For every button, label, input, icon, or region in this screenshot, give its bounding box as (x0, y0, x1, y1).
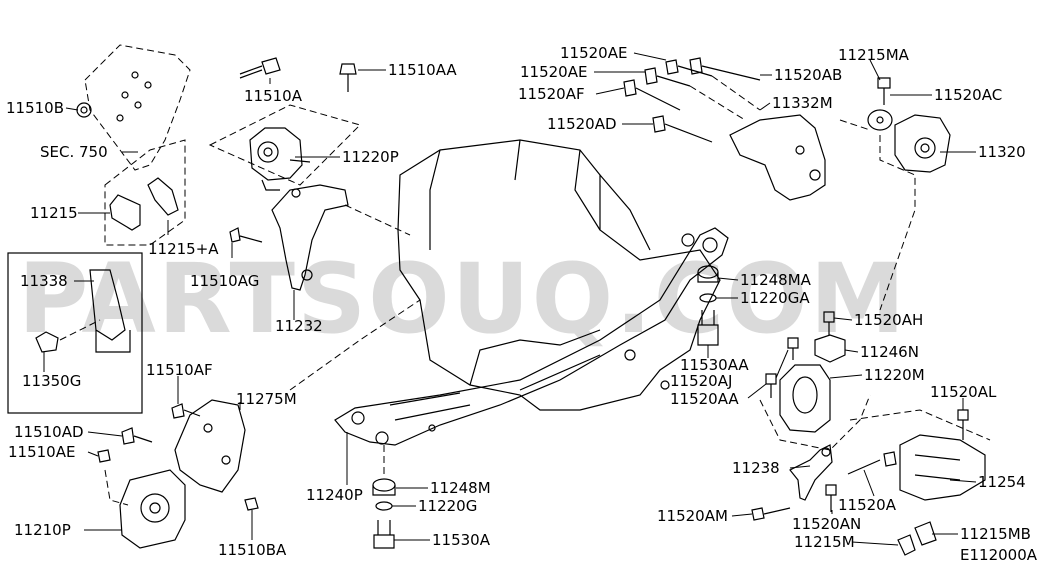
bolt-11510AF (171, 403, 201, 419)
label-11520AA: 11520AA (670, 390, 739, 408)
engine-mount-11220M (779, 364, 831, 433)
bolt-11510AA (339, 63, 357, 92)
label-11520AC: 11520AC (934, 86, 1002, 104)
label-11246N: 11246N (860, 343, 919, 361)
insulator-11248MA (697, 265, 719, 283)
label-11520AN: 11520AN (792, 515, 861, 533)
bracket-11246N (814, 334, 846, 363)
bolt-11520AE-2 (644, 67, 691, 87)
label-11240P: 11240P (306, 486, 363, 504)
label-11220P: 11220P (342, 148, 399, 166)
bolt-11520AF (623, 79, 681, 111)
center-member (334, 227, 729, 446)
bolt-11530A (373, 520, 395, 549)
label-11530A: 11530A (432, 531, 491, 549)
label-11510AA: 11510AA (388, 61, 457, 79)
bolt-11520AH (823, 311, 835, 335)
label-11510A: 11510A (244, 87, 303, 105)
label-11220M: 11220M (864, 366, 925, 384)
label-11220GA: 11220GA (740, 289, 810, 307)
label-11215: 11215 (30, 204, 78, 222)
engine-mount-11320 (894, 114, 951, 173)
label-11520AF: 11520AF (518, 85, 585, 103)
washer-11510B (76, 102, 92, 118)
label-11338: 11338 (20, 272, 68, 290)
bolt-11530AA (697, 310, 719, 346)
bolt-11510AE (97, 449, 111, 463)
engine-mount-11210P (119, 469, 186, 549)
damper-11215MB (914, 521, 937, 546)
label-11520AH: 11520AH (854, 311, 923, 329)
label-11520AE-2: 11520AE (520, 63, 587, 81)
bolt-11510A (239, 57, 281, 79)
label-11520AD: 11520AD (547, 115, 617, 133)
label-11510AD: 11510AD (14, 423, 84, 441)
engine-block (397, 139, 721, 411)
label-sec-750: SEC. 750 (40, 143, 108, 161)
label-11520AL: 11520AL (930, 383, 997, 401)
inset-box (7, 252, 143, 414)
bracket-11232 (271, 184, 349, 291)
bracket-11332M (729, 114, 826, 201)
label-11350G: 11350G (22, 372, 81, 390)
watermark: PARTSOUQ.COM (18, 243, 907, 355)
bolt-11520AL (957, 409, 969, 440)
label-11220G: 11220G (418, 497, 477, 515)
damper-11215-A (147, 177, 179, 216)
label-11530AA: 11530AA (680, 356, 749, 374)
bolt-11520AJ (787, 337, 799, 360)
washer-11220G (375, 501, 393, 511)
label-11275M: 11275M (236, 390, 297, 408)
bolt-11520AC (877, 77, 891, 105)
bracket-11254 (899, 434, 986, 501)
label-11510BA: 11510BA (218, 541, 287, 559)
label-11510AG: 11510AG (190, 272, 259, 290)
label-11520AM: 11520AM (657, 507, 728, 525)
label-11232: 11232 (275, 317, 323, 335)
figure-code: E112000A (960, 546, 1038, 564)
label-11210P: 11210P (14, 521, 71, 539)
bracket-11275M (174, 399, 246, 493)
label-11215M: 11215M (794, 533, 855, 551)
damper-11215M (897, 534, 916, 556)
label-11520AB: 11520AB (774, 66, 842, 84)
label-11510B: 11510B (6, 99, 64, 117)
label-11254: 11254 (978, 473, 1026, 491)
label-11332M: 11332M (772, 94, 833, 112)
front-bracket-sec750 (84, 44, 191, 171)
label-11520AJ: 11520AJ (670, 372, 732, 390)
leader-lines (43, 52, 977, 546)
nut-11510BA (244, 497, 259, 511)
engine-mount-11220P (249, 127, 311, 191)
label-11248MA: 11248MA (740, 271, 812, 289)
label-11320: 11320 (978, 143, 1026, 161)
bolt-11520AB (689, 57, 761, 81)
bolt-11520A (847, 451, 897, 475)
label-11215-A: 11215+A (148, 240, 219, 258)
bolt-11520AA (765, 373, 777, 398)
bolt-11510AG (229, 227, 263, 243)
insulator-11248M (372, 478, 396, 496)
label-11510AE: 11510AE (8, 443, 75, 461)
label-11215MA: 11215MA (838, 46, 910, 64)
bolt-11520AN (825, 484, 837, 512)
label-11238: 11238 (732, 459, 780, 477)
bolt-11520AM (751, 507, 791, 521)
bolt-11520AE-1 (665, 59, 713, 77)
label-11520AE-1: 11520AE (560, 44, 627, 62)
bolt-11510AD (121, 427, 153, 445)
label-11248M: 11248M (430, 479, 491, 497)
label-11520A: 11520A (838, 496, 897, 514)
bracket-11238 (789, 444, 833, 501)
label-11215MB: 11215MB (960, 525, 1031, 543)
label-11510AF: 11510AF (146, 361, 213, 379)
part-labels: 11510B SEC. 750 11215 11215+A 11510A 115… (6, 44, 1038, 564)
washer-11215MA (867, 109, 893, 131)
bolt-11520AD (652, 115, 713, 143)
damper-11215 (104, 139, 186, 246)
